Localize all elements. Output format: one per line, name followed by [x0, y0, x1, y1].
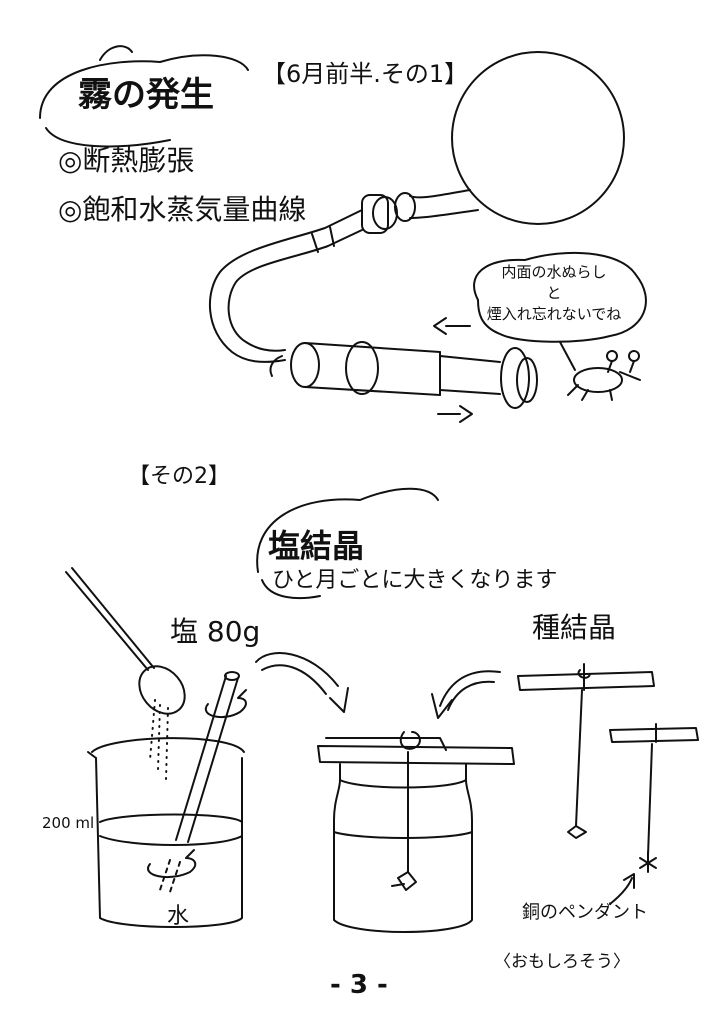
part1-item-saturation-curve: ◎飽和水蒸気量曲線	[58, 193, 307, 226]
seed-crystal-stick-1	[517, 663, 655, 839]
pointer-arrow-icon	[609, 873, 635, 905]
beaker-icon	[87, 737, 245, 928]
seed-crystal-stick-2	[609, 723, 699, 873]
part2-subtitle: ひと月ごとに大きくなります	[272, 568, 558, 593]
glass-jar-icon	[333, 751, 473, 933]
crystal-icon	[391, 871, 417, 891]
part1-date-label: 【6月前半.その1】	[262, 60, 469, 88]
part1-item-adiabatic: ◎断熱膨張	[58, 144, 195, 177]
note-line-3: 煙入れ忘れないでね	[486, 305, 622, 323]
note-line-1: 内面の水ぬらし	[501, 263, 607, 281]
part1-title: 霧の発生	[78, 75, 214, 115]
copper-pendant-label: 銅のペンダント	[522, 902, 648, 923]
rubber-tube	[208, 209, 363, 363]
wooden-stick-icon	[317, 731, 515, 765]
note-line-2: と	[546, 284, 562, 302]
spoon-icon	[65, 567, 186, 781]
arrow-left-icon	[433, 317, 471, 335]
water-label: 水	[167, 904, 190, 929]
stirring-rod-icon	[159, 671, 240, 893]
arrow-right-icon	[437, 405, 473, 423]
part2-section-label: 【その2】	[128, 464, 230, 489]
title2-bubble	[256, 487, 439, 600]
seed-crystal-label: 種結晶	[532, 611, 617, 644]
note-bubble	[473, 251, 647, 343]
volume-label: 200 ml	[42, 814, 95, 832]
crab-character-icon	[567, 350, 641, 401]
syringe-pump-icon	[269, 341, 538, 409]
interesting-note: 〈おもしろそう〉	[494, 952, 630, 972]
salt-amount-label: 塩 80g	[170, 615, 261, 648]
rotate-arrow-icon-2	[147, 849, 197, 879]
title-bubble	[39, 54, 249, 148]
curved-arrow-icon	[255, 652, 349, 713]
page-number: - 3 -	[330, 970, 388, 1000]
curved-arrow-icon-2	[431, 670, 501, 719]
part2-title: 塩結晶	[268, 527, 365, 565]
rotate-arrow-icon	[204, 689, 247, 719]
round-flask-icon	[361, 51, 625, 234]
